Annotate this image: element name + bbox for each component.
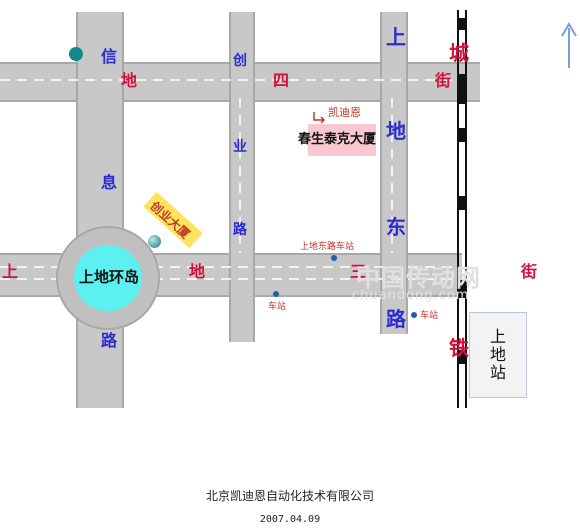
railway-line [457, 10, 467, 408]
watermark-cn: 中国传动网 [356, 264, 481, 292]
chunsheng-building-label: 春生泰克大厦 [298, 132, 377, 147]
roundabout-center [74, 245, 142, 311]
shangdi-station [469, 312, 527, 398]
xinxi-road-char-1: 信 [101, 47, 118, 66]
third-street-char-4: 街 [521, 262, 538, 281]
third-street-char-2: 地 [189, 262, 206, 281]
shangdi-east-road-char-1: 上 [386, 25, 406, 49]
chuangye-road-char-2: 业 [233, 139, 247, 155]
railway-char-1: 城 [449, 41, 469, 65]
station-char-3: 站 [490, 363, 507, 382]
railway-char-2: 铁 [449, 336, 469, 360]
sidi-street-char-1: 地 [121, 71, 138, 90]
company-name: 北京凯迪恩自动化技术有限公司 [205, 489, 374, 503]
station-char-2: 地 [490, 345, 507, 364]
sidi-street-char-3: 街 [435, 71, 452, 90]
bus-stop-a-dot [273, 291, 279, 297]
station-char-1: 上 [490, 327, 507, 346]
road-chuangye [229, 12, 255, 342]
third-street-char-1: 上 [2, 262, 19, 281]
bus-stop-b-label: 车站 [420, 311, 439, 321]
north-arrow-icon [561, 22, 577, 68]
chunsheng-building [308, 124, 376, 156]
xinxi-road-char-3: 路 [101, 331, 118, 350]
roundabout-label: 上地环岛 [78, 268, 139, 286]
company-pointer-icon [313, 112, 326, 124]
bus-stop-dong-lu-label: 上地东路车站 [300, 242, 355, 252]
xinxi-road-char-2: 息 [101, 173, 118, 192]
shangdi-east-road-char-3: 东 [386, 215, 406, 239]
bus-stop-a-label: 车站 [268, 302, 287, 312]
chuangye-road-char-1: 创 [233, 53, 247, 69]
bus-stop-dong-lu-dot [331, 255, 337, 261]
watermark-en: chuandong.com [352, 288, 470, 303]
shangdi-east-road-char-2: 地 [386, 119, 406, 143]
chuangye-road-char-3: 路 [233, 222, 247, 238]
bus-stop-b-dot [411, 312, 417, 318]
road-xinxi [76, 12, 124, 408]
shangdi-east-road-char-4: 路 [386, 307, 406, 331]
marker-xinxi [69, 47, 83, 61]
marker-chuangye [148, 235, 161, 248]
sidi-street-char-2: 四 [273, 71, 290, 90]
company-tag: 凯迪恩 [328, 106, 361, 119]
road-shangdi-east [380, 12, 408, 334]
map-date: 2007.04.09 [259, 514, 321, 525]
third-street-char-3: 三 [350, 262, 367, 281]
